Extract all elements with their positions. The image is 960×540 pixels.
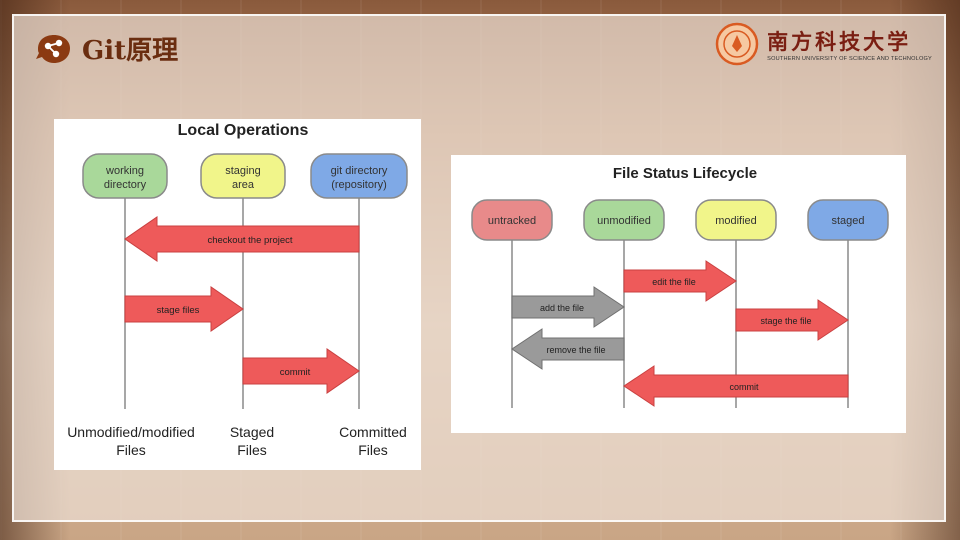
arrow-label: add the file [540, 303, 584, 313]
local-operations-svg: Local Operations working directory staging… [67, 122, 408, 458]
node-label: directory [104, 179, 147, 191]
footer-label: Unmodified/modified [67, 424, 195, 440]
page-title: Git原理 [82, 36, 179, 66]
university-name-cn: 南方科技大学 [767, 29, 912, 54]
process-arrow [242, 348, 360, 394]
footer-label: Committed [339, 424, 407, 440]
node-label: (repository) [331, 179, 387, 191]
node-label: area [232, 179, 255, 191]
state-node [471, 199, 553, 241]
transition-arrow [511, 328, 625, 370]
node-label: modified [715, 215, 757, 227]
node-label: git directory [331, 165, 388, 177]
diagram-title: Local Operations [178, 122, 309, 139]
process-arrow [124, 286, 244, 332]
arrow-label: commit [280, 367, 311, 378]
transition-arrow [511, 286, 625, 328]
node-label: staged [831, 215, 864, 227]
node-label: untracked [488, 215, 536, 227]
transition-arrow [623, 365, 849, 407]
university-name-en: SOUTHERN UNIVERSITY OF SCIENCE AND TECHN… [767, 56, 932, 62]
state-node [82, 153, 168, 199]
state-node [200, 153, 286, 199]
footer-label: Files [116, 442, 146, 458]
file-status-lifecycle-diagram: File Status Lifecycle untracked unmodifie… [451, 155, 906, 433]
transition-arrow [623, 260, 737, 302]
university-logo: 南方科技大学 SOUTHERN UNIVERSITY OF SCIENCE AN… [715, 22, 932, 66]
transition-arrow [735, 299, 849, 341]
arrow-label: stage files [157, 305, 200, 316]
slide-header: Git原理 [32, 30, 178, 67]
state-node [583, 199, 665, 241]
git-logo-icon [36, 34, 70, 63]
footer-label: Files [358, 442, 388, 458]
process-arrow [124, 216, 360, 262]
node-label: staging [225, 165, 260, 177]
arrow-label: edit the file [652, 277, 696, 287]
node-label: working [105, 165, 144, 177]
arrow-label: checkout the project [207, 235, 292, 246]
arrow-label: stage the file [760, 316, 811, 326]
file-status-svg: File Status Lifecycle untracked unmodifie… [471, 165, 889, 408]
footer-label: Staged [230, 424, 274, 440]
footer-label: Files [237, 442, 267, 458]
state-node [807, 199, 889, 241]
arrow-label: commit [730, 382, 759, 392]
diagram-title: File Status Lifecycle [613, 165, 757, 182]
state-node [695, 199, 777, 241]
university-seal-icon [715, 22, 759, 66]
arrow-label: remove the file [546, 345, 605, 355]
state-node [310, 153, 408, 199]
node-label: unmodified [597, 215, 651, 227]
local-operations-diagram: Local Operations working directory staging… [54, 119, 421, 470]
